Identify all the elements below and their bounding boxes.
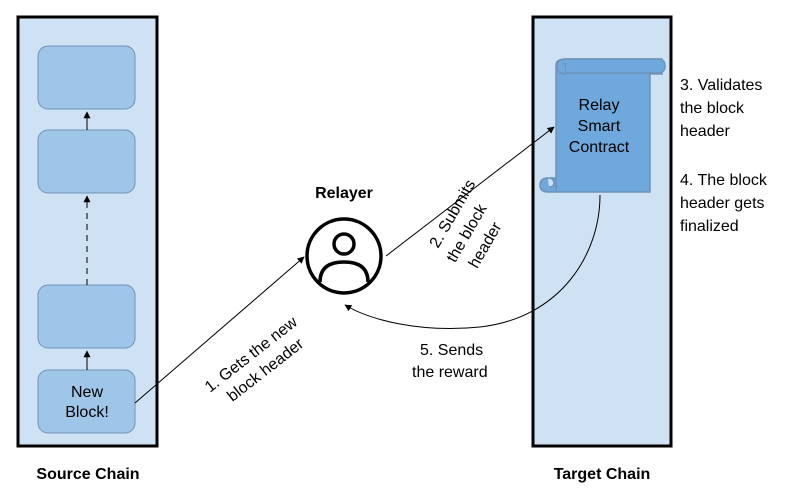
contract-line-2: Smart bbox=[578, 118, 621, 135]
relay-contract-scroll bbox=[539, 58, 666, 193]
step-2-label: 2. Submits the block header bbox=[427, 177, 506, 271]
gets-header-arrow bbox=[134, 256, 305, 404]
sends-reward-arrow bbox=[344, 194, 601, 329]
note-validates-line-3: header bbox=[680, 123, 730, 140]
scroll-top-edge bbox=[566, 58, 666, 74]
step-5-line-1: 5. Sends bbox=[420, 342, 483, 359]
target-chain-label: Target Chain bbox=[554, 466, 651, 483]
source-block-3 bbox=[37, 284, 136, 349]
user-icon bbox=[305, 217, 383, 295]
contract-line-1: Relay bbox=[579, 97, 620, 114]
note-validates-line-1: 3. Validates bbox=[680, 77, 762, 94]
note-finalized-line-3: finalized bbox=[680, 218, 739, 235]
step-1-label: 1. Gets the new block header bbox=[202, 313, 308, 405]
scroll-top-curl bbox=[556, 58, 567, 75]
new-block-line-2: Block! bbox=[65, 404, 109, 421]
source-block-new bbox=[37, 369, 136, 434]
new-block-line-1: New bbox=[71, 384, 103, 401]
contract-line-3: Contract bbox=[569, 139, 630, 156]
note-finalized-line-2: header gets bbox=[680, 195, 765, 212]
step-5-line-2: the reward bbox=[412, 364, 488, 381]
scroll-bottom-curl bbox=[539, 177, 557, 193]
note-validates-line-2: the block bbox=[680, 100, 745, 117]
submits-header-arrow bbox=[385, 126, 555, 257]
source-block-1 bbox=[37, 45, 136, 110]
relayer-label: Relayer bbox=[315, 185, 373, 202]
source-block-2 bbox=[37, 129, 136, 194]
note-finalized-line-1: 4. The block bbox=[680, 172, 768, 189]
source-chain-label: Source Chain bbox=[36, 466, 139, 483]
